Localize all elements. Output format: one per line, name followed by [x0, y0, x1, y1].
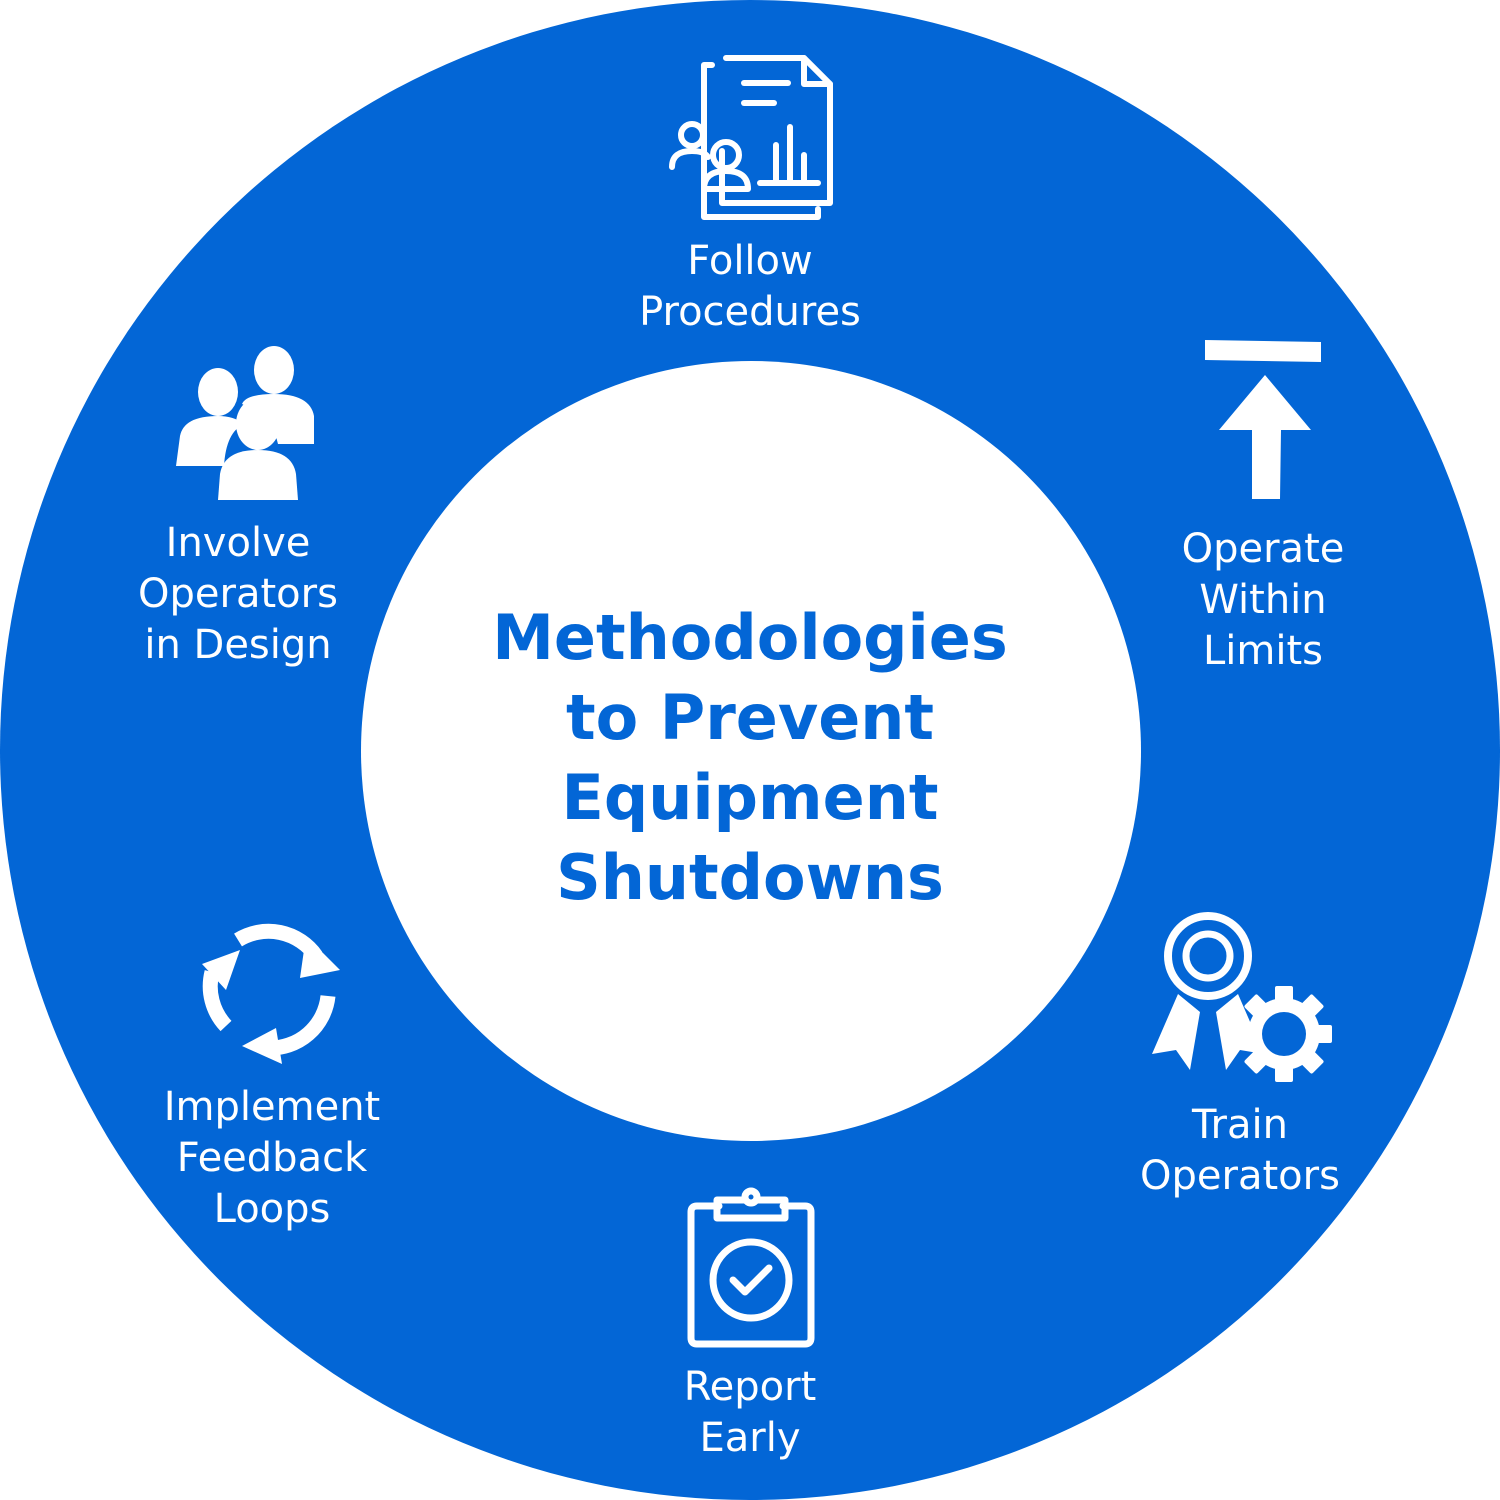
title-line: Shutdowns	[556, 841, 944, 914]
cycle-arrows-icon	[198, 912, 344, 1064]
award-ribbon-gear-icon	[1148, 912, 1334, 1084]
segment-label-follow-procedures: Follow Procedures	[590, 236, 910, 338]
label-line: Train	[1192, 1102, 1288, 1148]
label-line: in Design	[144, 622, 332, 668]
segment-label-involve-operators: Involve Operators in Design	[78, 518, 398, 671]
segment-label-report-early: Report Early	[590, 1362, 910, 1464]
title-line: Equipment	[561, 761, 939, 834]
label-line: Early	[699, 1415, 801, 1461]
diagram-title: Methodologies to Prevent Equipment Shutd…	[400, 598, 1100, 918]
label-line: Within	[1199, 577, 1327, 623]
segment-label-implement-feedback-loops: Implement Feedback Loops	[112, 1082, 432, 1235]
label-line: Limits	[1203, 628, 1323, 674]
segment-label-operate-within-limits: Operate Within Limits	[1103, 524, 1423, 677]
label-line: Operate	[1181, 526, 1345, 572]
segment-label-train-operators: Train Operators	[1080, 1100, 1400, 1202]
people-group-icon	[174, 346, 316, 500]
label-line: Report	[683, 1364, 817, 1410]
report-document-icon	[668, 55, 838, 223]
label-line: Operators	[138, 571, 338, 617]
label-line: Involve	[165, 520, 311, 566]
center-hub	[361, 361, 1141, 1141]
upper-limit-arrow-icon	[1205, 338, 1323, 502]
title-line: to Prevent	[565, 681, 935, 754]
label-line: Loops	[213, 1186, 331, 1232]
label-line: Procedures	[639, 289, 861, 335]
title-line: Methodologies	[492, 601, 1008, 674]
label-line: Implement	[163, 1084, 381, 1130]
label-line: Follow	[687, 238, 813, 284]
label-line: Operators	[1140, 1153, 1340, 1199]
clipboard-check-icon	[685, 1187, 817, 1348]
label-line: Feedback	[176, 1135, 368, 1181]
